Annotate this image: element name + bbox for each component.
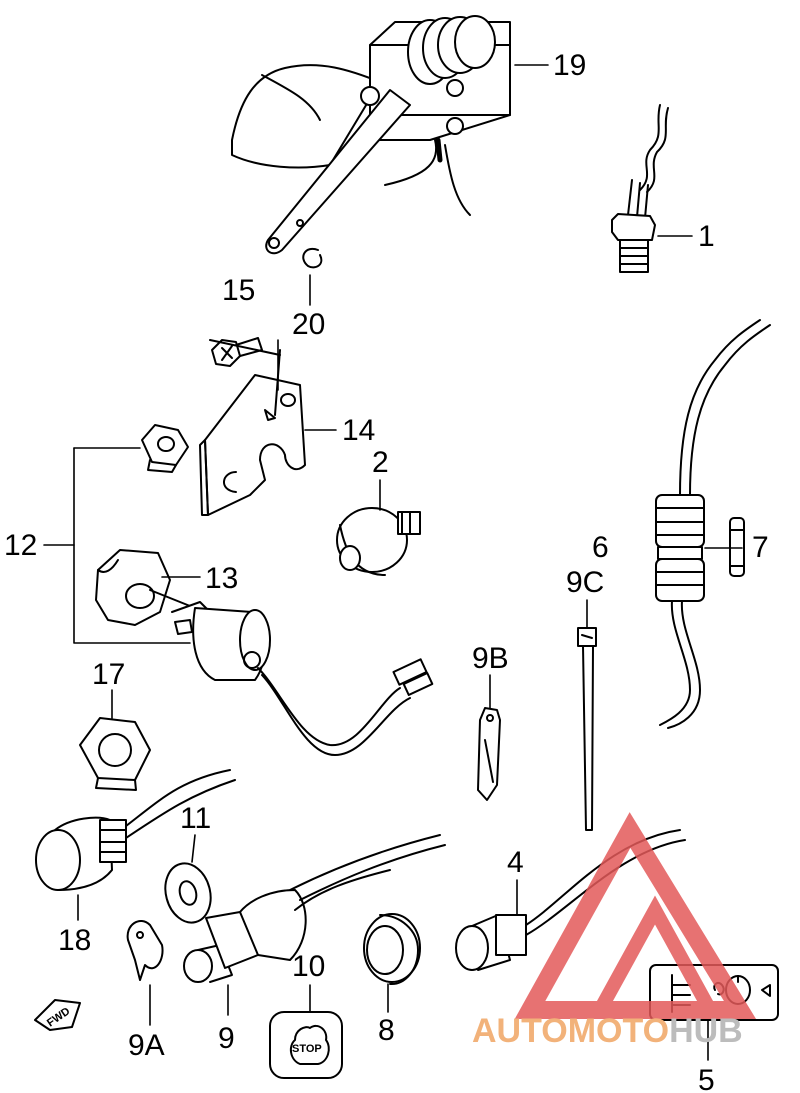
watermark-text: AUTOMOTOHUB: [472, 1012, 743, 1050]
label-2: 2: [372, 446, 389, 479]
label-9: 9: [218, 1022, 235, 1055]
watermark-part2: HUB: [669, 1012, 743, 1050]
part-8-grommet: [363, 913, 421, 986]
part-15-bolt: [211, 337, 263, 367]
label-13: 13: [205, 562, 238, 595]
part-12-13-switch-holder: [95, 549, 434, 756]
label-12: 12: [4, 529, 37, 562]
watermark-logo: [514, 812, 757, 1019]
forward-arrow-icon: [34, 999, 81, 1031]
label-4: 4: [507, 846, 524, 879]
part-20-clip: [302, 247, 323, 269]
label-17: 17: [92, 658, 125, 691]
stop-plate-text: STOP: [292, 1043, 322, 1055]
part-9a-clip: [126, 920, 164, 981]
nut-12: [141, 424, 189, 473]
label-6: 6: [592, 531, 609, 564]
part-7-fuse: [729, 517, 745, 577]
part-4-lamp: [455, 829, 686, 971]
label-10: 10: [292, 950, 325, 983]
label-11: 11: [180, 802, 211, 835]
part-10-stop-plate: [269, 1011, 343, 1079]
part-17-nut: [79, 717, 151, 791]
label-9b: 9B: [472, 642, 509, 675]
label-7: 7: [752, 531, 769, 564]
watermark-part1: AUTOMOTO: [472, 1012, 669, 1050]
label-9a: 9A: [128, 1029, 165, 1062]
part-9-stop-switch: [183, 834, 446, 983]
leader-lines: [43, 64, 743, 1061]
label-15: 15: [222, 274, 255, 307]
part-1-sender: [611, 104, 669, 273]
label-19: 19: [553, 49, 586, 82]
part-19-solenoid-assembly: [231, 15, 511, 255]
label-14: 14: [342, 414, 375, 447]
label-20: 20: [292, 308, 325, 341]
label-9c: 9C: [566, 566, 604, 599]
part-9c-cable-tie: [577, 627, 597, 831]
label-1: 1: [698, 220, 715, 253]
part-9b-clamp: [477, 707, 501, 801]
part-6-fuse-holder: [655, 319, 771, 729]
part-2-pressure-switch: [336, 507, 421, 576]
part-11-washer: [164, 862, 212, 924]
label-8: 8: [378, 1014, 395, 1047]
part-18-push-switch: [35, 769, 236, 891]
label-18: 18: [58, 924, 91, 957]
label-5: 5: [698, 1064, 715, 1093]
part-14-bracket: [199, 339, 306, 516]
part-labels: 19 1 15 20 14 2 12 13 6 7 9C 9B 17 11 4 …: [4, 49, 769, 1093]
